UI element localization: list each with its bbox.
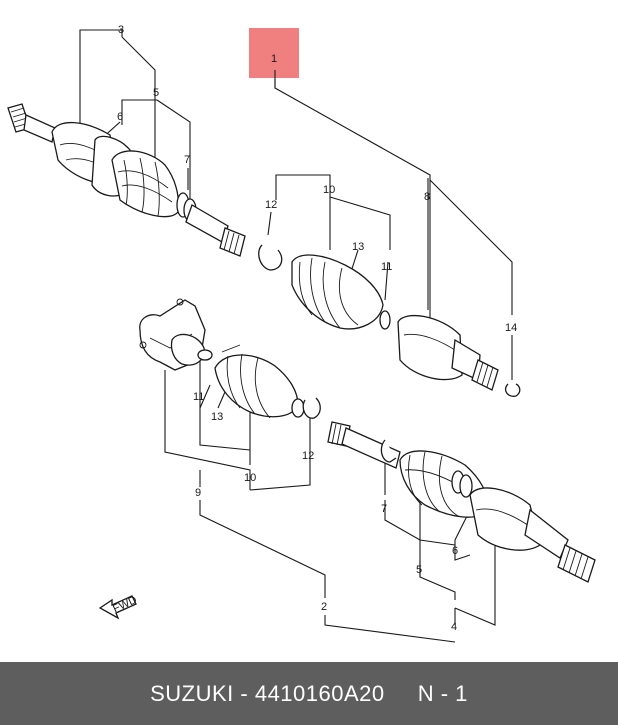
upper-inner-spline [219, 227, 246, 257]
callout-1-highlight [249, 28, 299, 78]
inner-cv-joint-upper [397, 314, 521, 397]
callout-11-bottom: 11 [193, 391, 204, 403]
callout-7-top: 7 [184, 154, 190, 166]
fwd-label: FWD [111, 594, 139, 615]
callout-6-bottom: 6 [452, 545, 458, 557]
callout-5-top: 5 [153, 87, 159, 99]
callout-1: 1 [271, 53, 277, 65]
callout-12-bottom: 12 [302, 450, 314, 462]
upper-spline-end [7, 103, 56, 143]
part-number-caption: SUZUKI - 4410160A20 N - 1 [150, 680, 468, 706]
upper-shaft [185, 204, 229, 243]
callout-6-top: 6 [117, 111, 123, 123]
callout-13-bottom: 13 [211, 411, 223, 423]
callout-labels: 1 3 5 6 7 8 10 12 13 11 14 11 13 12 10 9… [117, 24, 517, 633]
lower-outer-cv-joint [469, 487, 569, 559]
parts-diagram: FWD 1 3 5 6 7 8 10 12 13 11 14 11 13 12 … [7, 24, 596, 643]
callout-11-top: 11 [381, 261, 392, 273]
callout-5-bottom: 5 [416, 564, 422, 576]
callout-10-top: 10 [323, 184, 335, 196]
fwd-arrow-icon: FWD [98, 594, 139, 620]
lower-boot [399, 450, 489, 518]
lower-shaft-assembly [327, 421, 596, 583]
lower-spline-end [557, 544, 596, 583]
circlip-top [258, 244, 283, 271]
callout-10-bottom: 10 [244, 472, 256, 484]
leader-lines [79, 29, 513, 643]
outer-boot [111, 150, 180, 218]
lower-circlip [380, 439, 397, 463]
drive-shaft-exploded-view: FWD 1 3 5 6 7 8 10 12 13 11 14 11 13 12 … [7, 24, 596, 643]
lower-housing-group [139, 298, 213, 371]
inner-boot-upper [291, 254, 391, 330]
callout-3: 3 [118, 24, 124, 36]
callout-4: 4 [451, 621, 457, 633]
callout-9: 9 [195, 487, 201, 499]
callout-12-top: 12 [265, 199, 277, 211]
callout-13-top: 13 [352, 241, 364, 253]
callout-7-bottom: 7 [381, 503, 387, 515]
callout-8: 8 [424, 191, 430, 203]
callout-2: 2 [321, 601, 327, 613]
callout-14: 14 [505, 322, 517, 334]
inner-boot-lower [214, 344, 321, 419]
footer-bar: SUZUKI - 4410160A20 N - 1 [0, 662, 618, 725]
upper-shaft-assembly [7, 103, 283, 271]
